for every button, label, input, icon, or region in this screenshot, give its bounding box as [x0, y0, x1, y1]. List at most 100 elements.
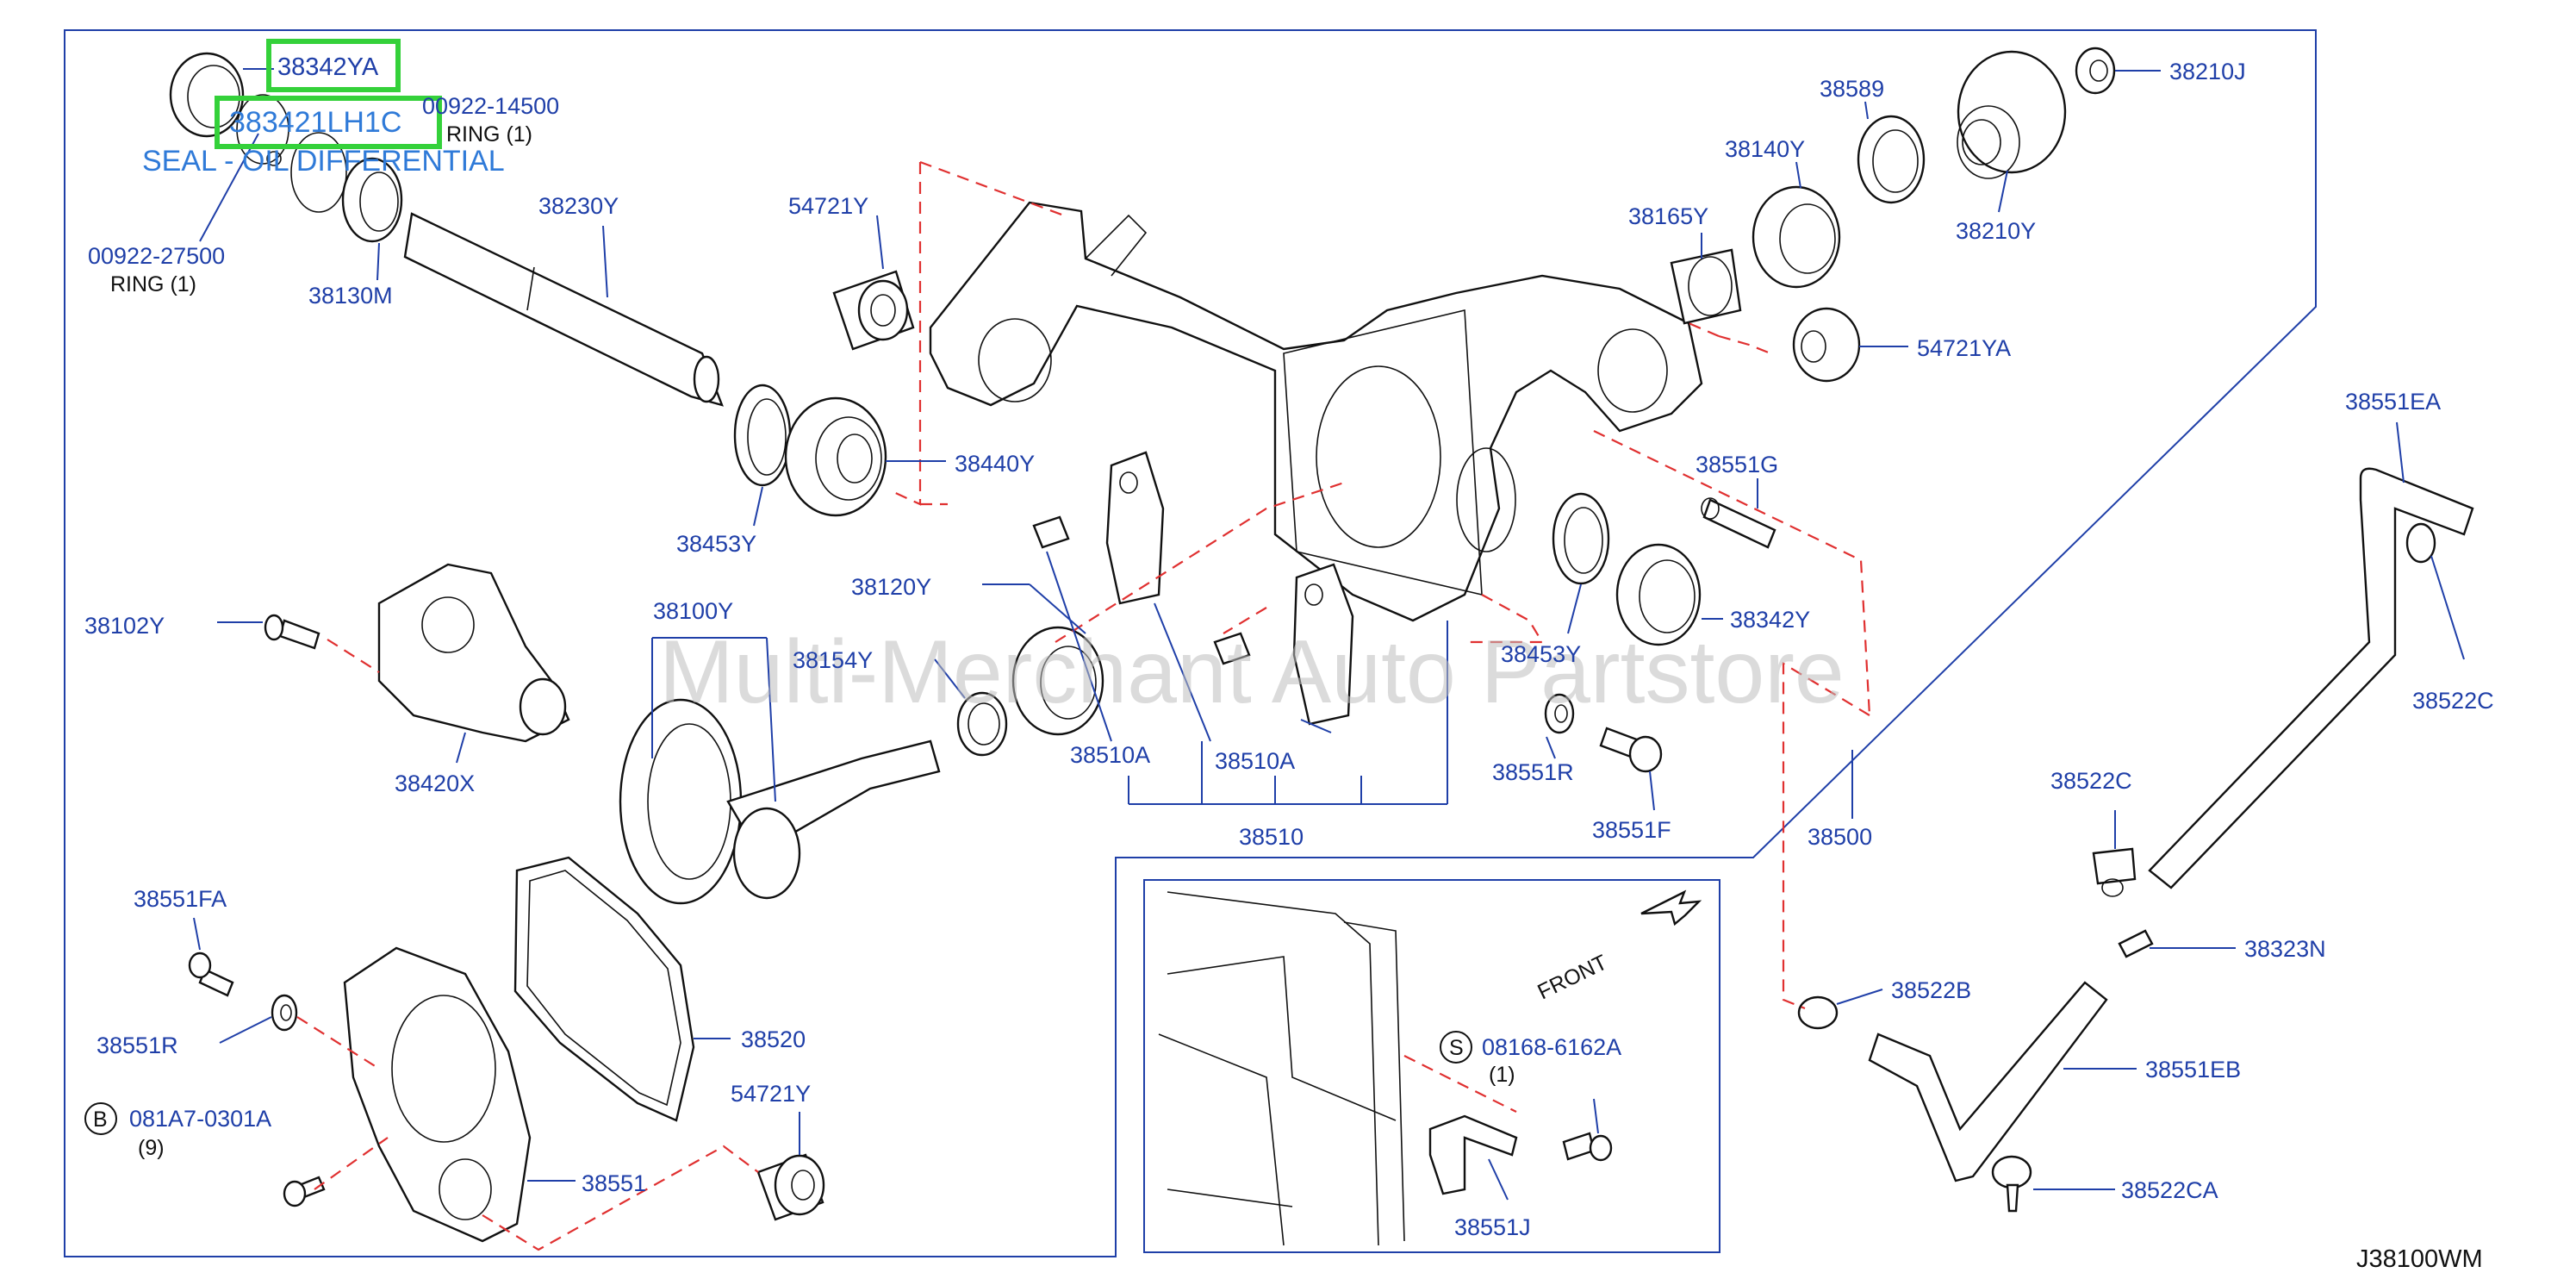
differential-case-38420X-drawing — [377, 563, 570, 743]
highlight-box-primary[interactable] — [266, 39, 401, 92]
label-38589[interactable]: 38589 — [1820, 76, 1884, 102]
axle-housing-38500-drawing — [929, 201, 1703, 622]
label-38102Y[interactable]: 38102Y — [84, 613, 165, 639]
bushing-54721Y-bottom-drawing — [756, 1153, 825, 1221]
bearing-38130M-drawing — [341, 157, 403, 243]
ring-14500-code[interactable]: 00922-14500 — [422, 93, 559, 119]
companion-flange-38210Y-drawing — [1957, 50, 2067, 179]
washer-38551R-left-drawing — [271, 994, 298, 1032]
highlighted-alt-part-number[interactable]: 383421LH1C — [229, 106, 401, 139]
bushing-54721YA-drawing — [1792, 307, 1861, 383]
watermark: Multi-Merchant Auto Partstore — [659, 622, 1845, 722]
bolt-s-symbol: S — [1440, 1031, 1472, 1064]
label-54721Y-top[interactable]: 54721Y — [788, 193, 868, 219]
clip-38522CA-drawing — [1991, 1155, 2032, 1213]
bolt-b-symbol: B — [84, 1102, 117, 1135]
breather-38551G-drawing — [1701, 497, 1776, 549]
clamp-38522B-drawing — [1797, 995, 1839, 1030]
front-arrow-icon — [1640, 889, 1702, 926]
label-38453Y-right[interactable]: 38453Y — [1501, 641, 1581, 667]
label-38342Y[interactable]: 38342Y — [1730, 607, 1810, 633]
highlighted-part-number[interactable]: 38342YA — [277, 53, 379, 81]
leader-lines — [193, 68, 2465, 1201]
gear-set-38100Y-drawing — [619, 698, 941, 905]
label-38120Y[interactable]: 38120Y — [851, 574, 931, 600]
plug-38551F-drawing — [1599, 727, 1663, 773]
label-38230Y[interactable]: 38230Y — [538, 193, 619, 219]
ring-27500-text: RING (1) — [110, 272, 196, 296]
diagram-code: J38100WM — [2356, 1245, 2483, 1273]
label-38440Y[interactable]: 38440Y — [955, 451, 1035, 477]
bearing-38120Y-drawing — [1011, 626, 1104, 736]
label-38510[interactable]: 38510 — [1239, 824, 1304, 850]
plug-38551FA-drawing — [188, 951, 234, 997]
alignment-dashes — [296, 160, 1871, 1251]
snap-ring-drawing — [236, 94, 347, 213]
label-38522C-right[interactable]: 38522C — [2412, 688, 2494, 714]
shim-38453Y-left-drawing — [733, 384, 792, 487]
label-38130M[interactable]: 38130M — [308, 283, 393, 309]
svg-text:S: S — [1449, 1036, 1464, 1060]
label-38551G[interactable]: 38551G — [1696, 452, 1778, 477]
bolt-s-qty: (1) — [1489, 1063, 1515, 1087]
label-38551EB[interactable]: 38551EB — [2145, 1057, 2241, 1082]
label-38210Y[interactable]: 38210Y — [1956, 218, 2036, 244]
label-54721YA[interactable]: 54721YA — [1917, 335, 2011, 361]
bolt-s-code[interactable]: 08168-6162A — [1482, 1034, 1621, 1060]
label-38522CA[interactable]: 38522CA — [2121, 1177, 2218, 1203]
front-label: FRONT — [1534, 950, 1611, 1004]
label-38500[interactable]: 38500 — [1808, 824, 1872, 850]
bolt-b-qty: (9) — [138, 1136, 165, 1160]
bolt-B-drawing — [283, 1176, 326, 1207]
label-38140Y[interactable]: 38140Y — [1725, 136, 1805, 162]
label-38551[interactable]: 38551 — [582, 1170, 646, 1196]
bearing-38440Y-drawing — [784, 396, 887, 517]
bearing-cap-38510A-right-drawing — [1213, 563, 1354, 726]
seal-38342Y-drawing — [1615, 543, 1702, 646]
clip-38522C-mid-drawing — [2092, 847, 2137, 897]
bearing-cap-38510A-left-drawing — [1032, 451, 1165, 605]
shaft-38230Y-drawing — [403, 212, 724, 407]
label-38210J[interactable]: 38210J — [2169, 59, 2246, 84]
inset-frame — [1143, 879, 1720, 1253]
ring-27500-code[interactable]: 00922-27500 — [88, 243, 225, 269]
diagram-frame — [64, 29, 2317, 1257]
shim-38453Y-right-drawing — [1552, 492, 1610, 585]
bolt-b-code[interactable]: 081A7-0301A — [129, 1106, 271, 1132]
breather-hose-38551EA-drawing — [2148, 467, 2474, 889]
rear-cover-38551-drawing — [343, 946, 532, 1243]
label-38551FA[interactable]: 38551FA — [134, 886, 227, 912]
washer-38551R-right-drawing — [1544, 693, 1575, 734]
label-38520[interactable]: 38520 — [741, 1026, 806, 1052]
label-38510A-left[interactable]: 38510A — [1070, 742, 1150, 768]
label-38522B[interactable]: 38522B — [1891, 977, 1971, 1003]
label-38551F[interactable]: 38551F — [1592, 817, 1671, 843]
highlight-box-secondary[interactable] — [215, 96, 442, 149]
label-38420X[interactable]: 38420X — [395, 771, 475, 796]
seal-38589-drawing — [1857, 115, 1926, 204]
label-38165Y[interactable]: 38165Y — [1628, 203, 1708, 229]
connector-38323N-drawing — [2118, 929, 2154, 958]
highlighted-part-description: SEAL - OIL DIFFERENTIAL — [142, 145, 505, 178]
shim-38154Y-drawing — [956, 691, 1008, 757]
label-38154Y[interactable]: 38154Y — [793, 647, 873, 673]
label-38453Y-left[interactable]: 38453Y — [676, 531, 756, 557]
gasket-38520-drawing — [513, 856, 695, 1122]
nut-38210J-drawing — [2075, 47, 2116, 95]
bushing-54721Y-top-drawing — [832, 270, 915, 351]
label-38522C-mid[interactable]: 38522C — [2050, 768, 2132, 794]
bolt-38102Y-drawing — [264, 614, 320, 650]
label-38323N[interactable]: 38323N — [2244, 936, 2326, 962]
label-38551EA[interactable]: 38551EA — [2345, 389, 2441, 415]
inset-bracket-38551J-drawing — [1158, 891, 1613, 1246]
label-54721Y-bottom[interactable]: 54721Y — [731, 1081, 811, 1107]
label-38510A-right[interactable]: 38510A — [1215, 748, 1295, 774]
label-38551R-right[interactable]: 38551R — [1492, 759, 1574, 785]
collapsible-spacer-38165Y-drawing — [1670, 248, 1742, 325]
label-38551R-left[interactable]: 38551R — [96, 1033, 178, 1058]
label-38100Y[interactable]: 38100Y — [653, 598, 733, 624]
hose-38551EB-drawing — [1868, 981, 2108, 1182]
svg-text:B: B — [93, 1107, 108, 1132]
label-38551J[interactable]: 38551J — [1454, 1214, 1531, 1240]
